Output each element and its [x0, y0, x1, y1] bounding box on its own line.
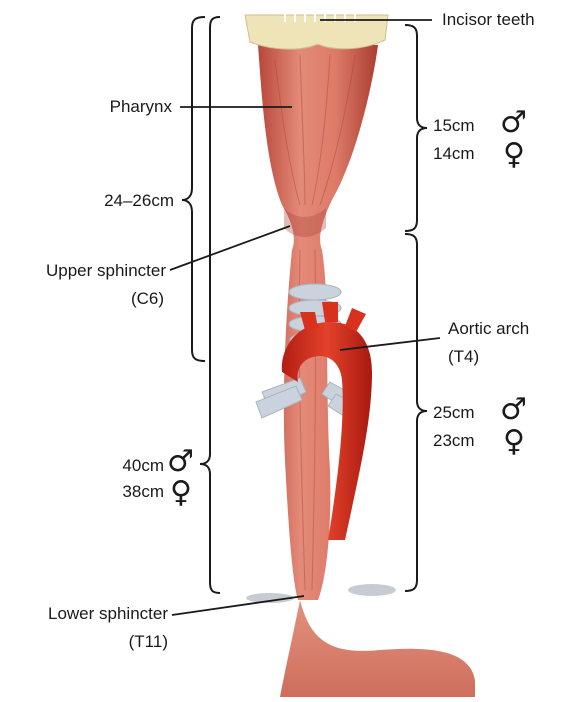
label-pharynx: Pharynx [60, 97, 172, 117]
label-aortic-arch-level: (T4) [448, 347, 479, 367]
label-lower-female-length: 23cm [433, 431, 475, 451]
label-pharynx-segment-length: 24–26cm [20, 191, 174, 211]
brace-total [200, 17, 220, 593]
male-icon: ♂ [500, 397, 527, 423]
male-icon: ♂ [500, 110, 527, 136]
label-total-female-length: 38cm [60, 482, 164, 502]
female-icon: ♀ [503, 142, 525, 168]
label-lower-sphincter: Lower sphincter [0, 604, 168, 624]
diaphragm-right [348, 584, 396, 596]
female-icon: ♀ [503, 429, 525, 455]
label-upper-sphincter: Upper sphincter [0, 261, 166, 281]
label-upper-male-length: 15cm [433, 116, 475, 136]
label-upper-female-length: 14cm [433, 144, 475, 164]
label-upper-sphincter-level: (C6) [0, 289, 164, 309]
brace-upper [405, 25, 427, 231]
label-incisor-teeth: Incisor teeth [442, 10, 535, 30]
female-icon: ♀ [170, 480, 192, 506]
brace-lower [405, 234, 427, 591]
label-lower-sphincter-level: (T11) [0, 632, 168, 652]
brace-pharynx-segment [182, 17, 205, 361]
label-lower-male-length: 25cm [433, 403, 475, 423]
label-total-male-length: 40cm [60, 456, 164, 476]
stomach [280, 600, 475, 697]
male-icon: ♂ [167, 449, 194, 475]
label-aortic-arch: Aortic arch [448, 319, 529, 339]
